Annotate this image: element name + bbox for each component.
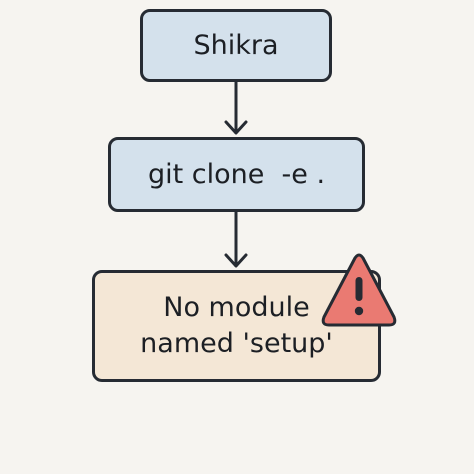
command-node: git clone -e . — [108, 137, 365, 212]
start-node: Shikra — [140, 9, 332, 82]
command-node-label: git clone -e . — [147, 159, 326, 190]
error-line-2: named 'setup' — [140, 328, 333, 359]
arrow-1 — [224, 82, 248, 135]
arrow-2 — [224, 212, 248, 268]
start-node-label: Shikra — [193, 30, 279, 61]
error-line-1: No module — [163, 291, 310, 323]
error-message: No module named 'setup' — [140, 290, 333, 363]
